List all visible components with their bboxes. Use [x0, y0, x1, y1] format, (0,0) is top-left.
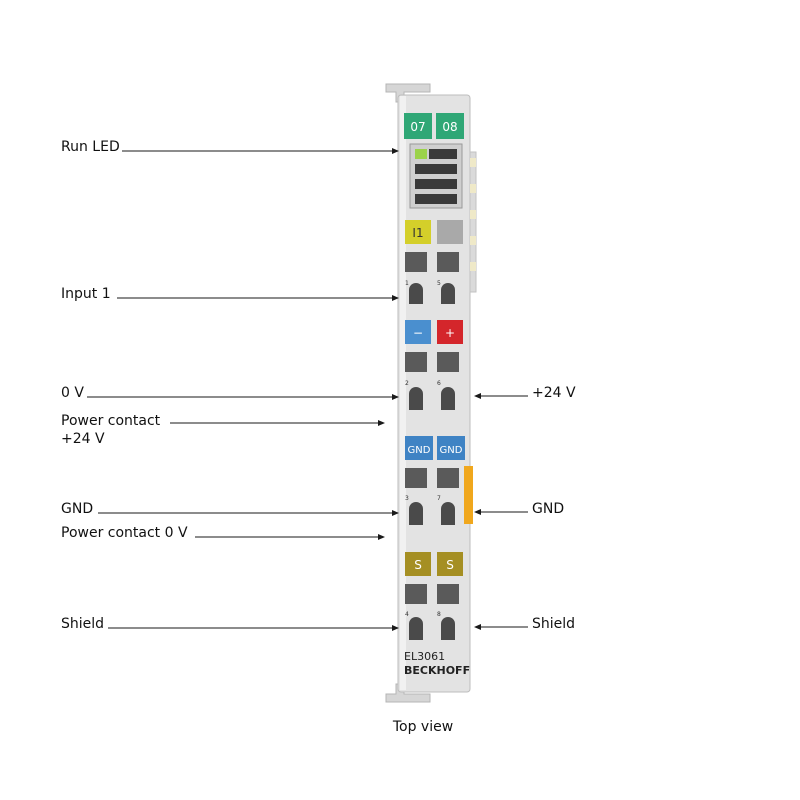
wire-opening: [409, 283, 423, 304]
minus-badge: [405, 320, 431, 344]
spring-release: [437, 468, 459, 488]
label-input-1: Input 1: [61, 286, 111, 302]
side-tab: [470, 184, 476, 193]
run-led: [415, 149, 427, 159]
pin-number: 4: [405, 611, 409, 618]
label-plus-24v: +24 V: [532, 385, 576, 401]
input-badge-label: I1: [412, 226, 423, 240]
power-contact-strip: [464, 466, 473, 524]
plus-badge-label: +: [445, 326, 455, 340]
spring-release: [437, 252, 459, 272]
arrow-head: [474, 624, 481, 630]
gnd-badge-left: [405, 436, 433, 460]
wire-opening: [409, 502, 423, 525]
led-slot: [415, 179, 457, 189]
caption-top-view: Top view: [392, 719, 453, 735]
pin-number: 5: [437, 280, 441, 287]
pin-number: 2: [405, 380, 409, 387]
terminal-row-1: 1 5: [405, 252, 459, 304]
header-tile-left: [404, 113, 432, 139]
wire-opening: [409, 387, 423, 410]
brand-name: BECKHOFF: [404, 664, 470, 677]
label-0v: 0 V: [61, 385, 84, 401]
right-callouts: +24 V GND Shield: [474, 385, 576, 632]
module-body: [397, 94, 471, 693]
arrow-head: [378, 420, 385, 426]
spring-release: [405, 468, 427, 488]
label-power-contact-0v: Power contact 0 V: [61, 525, 188, 541]
wire-opening: [441, 502, 455, 525]
shield-badge-right-label: S: [446, 558, 454, 572]
module-body-highlight: [400, 96, 406, 690]
gnd-badge-right-label: GND: [440, 445, 463, 456]
pin-number: 3: [405, 495, 409, 502]
label-gnd-left: GND: [61, 501, 93, 517]
label-run-led: Run LED: [61, 139, 120, 155]
model-name: EL3061: [404, 650, 445, 663]
blank-tile: [437, 220, 463, 244]
side-tab: [470, 262, 476, 271]
led-slot: [415, 164, 457, 174]
terminal-row-2: 2 6: [405, 352, 459, 410]
plus-badge: [437, 320, 463, 344]
wire-opening: [441, 283, 455, 304]
label-shield-right: Shield: [532, 616, 575, 632]
spring-release: [405, 584, 427, 604]
arrow-head: [378, 534, 385, 540]
pin-number: 7: [437, 495, 441, 502]
wire-opening: [409, 617, 423, 640]
side-tab: [470, 210, 476, 219]
arrow-head: [392, 295, 399, 301]
input-badge: [405, 220, 431, 244]
terminal-module: 07 08 I1 − + GND GND S S 1: [385, 83, 477, 703]
wire-opening: [441, 387, 455, 410]
terminal-row-4: 4 8: [405, 584, 459, 640]
arrow-head: [392, 148, 399, 154]
shield-badge-left-label: S: [414, 558, 422, 572]
left-callouts: Run LED Input 1 0 V Power contact +24 V …: [61, 139, 399, 632]
header-tile-right: [436, 113, 464, 139]
pin-number: 6: [437, 380, 441, 387]
side-tab: [470, 158, 476, 167]
arrow-head: [392, 510, 399, 516]
terminal-row-3: 3 7: [405, 468, 459, 525]
spring-release: [405, 252, 427, 272]
arrow-head: [392, 394, 399, 400]
side-rail: [469, 151, 477, 293]
arrow-head: [474, 393, 481, 399]
header-label-left: 07: [410, 120, 425, 134]
pin-number: 1: [405, 280, 409, 287]
shield-badge-left: [405, 552, 431, 576]
gnd-badge-right: [437, 436, 465, 460]
arrow-head: [474, 509, 481, 515]
label-power-contact-24v-line2: +24 V: [61, 431, 105, 447]
spring-release: [437, 352, 459, 372]
header-label-right: 08: [442, 120, 457, 134]
pin-number: 8: [437, 611, 441, 618]
side-tab: [470, 236, 476, 245]
gnd-badge-left-label: GND: [408, 445, 431, 456]
arrow-head: [392, 625, 399, 631]
label-shield-left: Shield: [61, 616, 104, 632]
led-slot: [429, 149, 457, 159]
minus-badge-label: −: [413, 326, 423, 340]
label-power-contact-24v-line1: Power contact: [61, 413, 161, 429]
spring-release: [437, 584, 459, 604]
shield-badge-right: [437, 552, 463, 576]
led-slot: [415, 194, 457, 204]
label-gnd-right: GND: [532, 501, 564, 517]
spring-release: [405, 352, 427, 372]
wire-opening: [441, 617, 455, 640]
